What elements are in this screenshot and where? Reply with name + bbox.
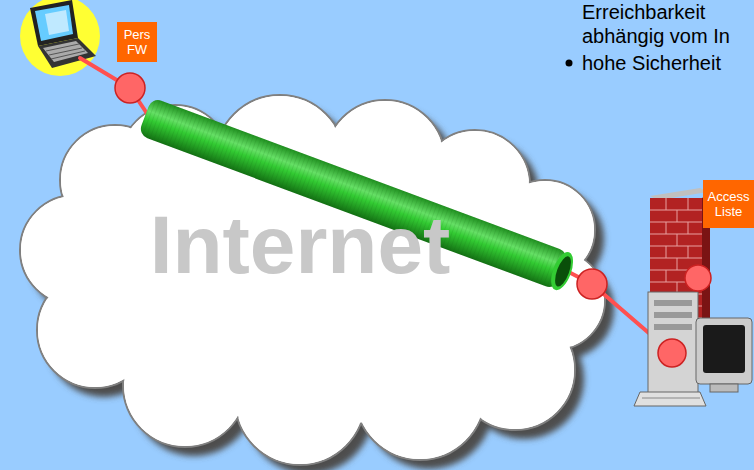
box-label: Pers FW <box>119 27 155 57</box>
note-text: hohe Sicherheit <box>582 51 754 75</box>
note-text: Erreichbarkeit abhängig vom In <box>582 0 750 48</box>
server-computer <box>634 292 752 406</box>
bullet-dot <box>566 60 573 67</box>
box-label: Access Liste <box>705 189 752 219</box>
cloud-body <box>21 96 604 464</box>
label-box: Access Liste <box>703 180 754 228</box>
connection-wire <box>80 58 698 353</box>
cloud-shadow <box>29 104 614 470</box>
watermark-text: Internet <box>110 200 490 290</box>
label-box: Pers FW <box>117 22 157 62</box>
cloud-outline <box>20 95 605 465</box>
laptop-symbol <box>30 0 96 68</box>
